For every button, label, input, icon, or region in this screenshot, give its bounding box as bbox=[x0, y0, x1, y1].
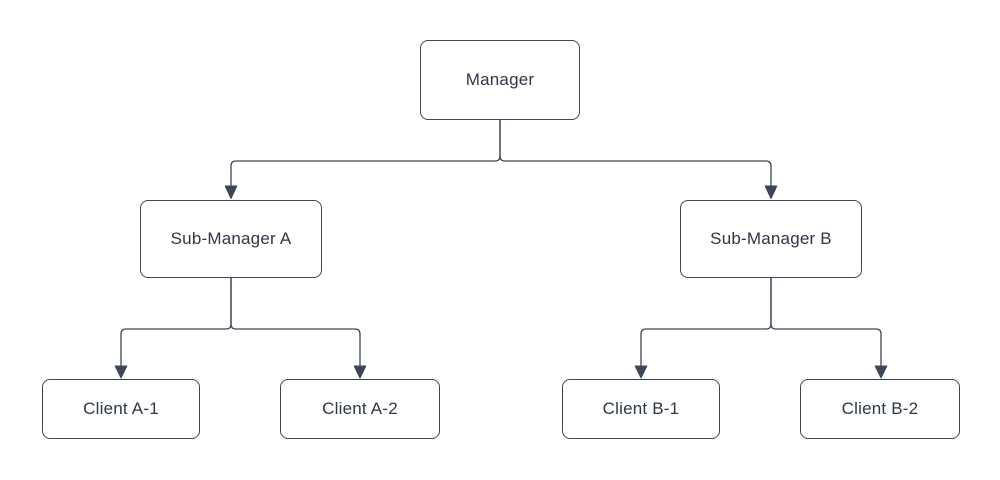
arrowhead-sub-manager-a bbox=[224, 185, 238, 199]
arrowhead-client-b2 bbox=[874, 365, 888, 379]
arrowhead-sub-manager-b bbox=[764, 185, 778, 199]
node-client-a1[interactable]: Client A-1 bbox=[42, 379, 200, 439]
edge-manager-to-sub-manager-b bbox=[499, 120, 778, 199]
node-client-b1-label: Client B-1 bbox=[602, 399, 680, 418]
node-client-b2-label: Client B-2 bbox=[841, 399, 919, 418]
arrowhead-client-b1 bbox=[634, 365, 648, 379]
edge-manager-to-sub-manager-a bbox=[224, 120, 501, 199]
node-client-b1[interactable]: Client B-1 bbox=[562, 379, 720, 439]
node-manager[interactable]: Manager bbox=[420, 40, 580, 120]
node-sub-manager-a-label: Sub-Manager A bbox=[170, 229, 292, 248]
edge-sub-manager-b-to-client-b1 bbox=[634, 278, 772, 379]
node-sub-manager-b-label: Sub-Manager B bbox=[710, 229, 832, 248]
edge-sub-manager-a-to-client-a2 bbox=[230, 278, 367, 379]
node-client-a2[interactable]: Client A-2 bbox=[280, 379, 440, 439]
edge-sub-manager-b-to-client-b2 bbox=[770, 278, 888, 379]
node-sub-manager-a[interactable]: Sub-Manager A bbox=[140, 200, 322, 278]
node-client-a1-label: Client A-1 bbox=[83, 399, 159, 418]
node-client-b2[interactable]: Client B-2 bbox=[800, 379, 960, 439]
node-sub-manager-b[interactable]: Sub-Manager B bbox=[680, 200, 862, 278]
node-client-a2-label: Client A-2 bbox=[322, 399, 398, 418]
node-manager-label: Manager bbox=[465, 70, 535, 89]
arrowhead-client-a1 bbox=[114, 365, 128, 379]
arrowhead-client-a2 bbox=[353, 365, 367, 379]
edge-sub-manager-a-to-client-a1 bbox=[114, 278, 232, 379]
